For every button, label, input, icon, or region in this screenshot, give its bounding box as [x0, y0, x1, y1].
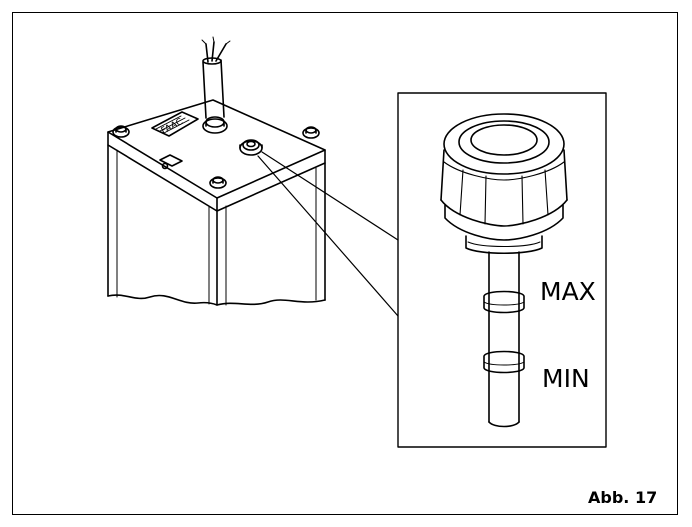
detail-inset: [397, 92, 607, 448]
callout-lines: [257, 151, 399, 317]
side-fitting: [159, 154, 183, 170]
bolt-top-left: [112, 125, 130, 138]
figure-frame: [12, 12, 678, 515]
cable-gland: [201, 36, 231, 134]
min-mark-label: MIN: [542, 364, 590, 393]
oil-tank: [107, 36, 326, 306]
max-mark-label: MAX: [540, 277, 596, 306]
dipstick-detail: [440, 113, 568, 428]
filler-cap-small: [239, 139, 263, 156]
tank-cut-line: [107, 294, 326, 306]
bolt-top-right: [302, 126, 320, 139]
bolt-front: [209, 176, 227, 189]
figure-number: Abb. 17: [588, 488, 658, 507]
name-plate: [151, 111, 199, 137]
